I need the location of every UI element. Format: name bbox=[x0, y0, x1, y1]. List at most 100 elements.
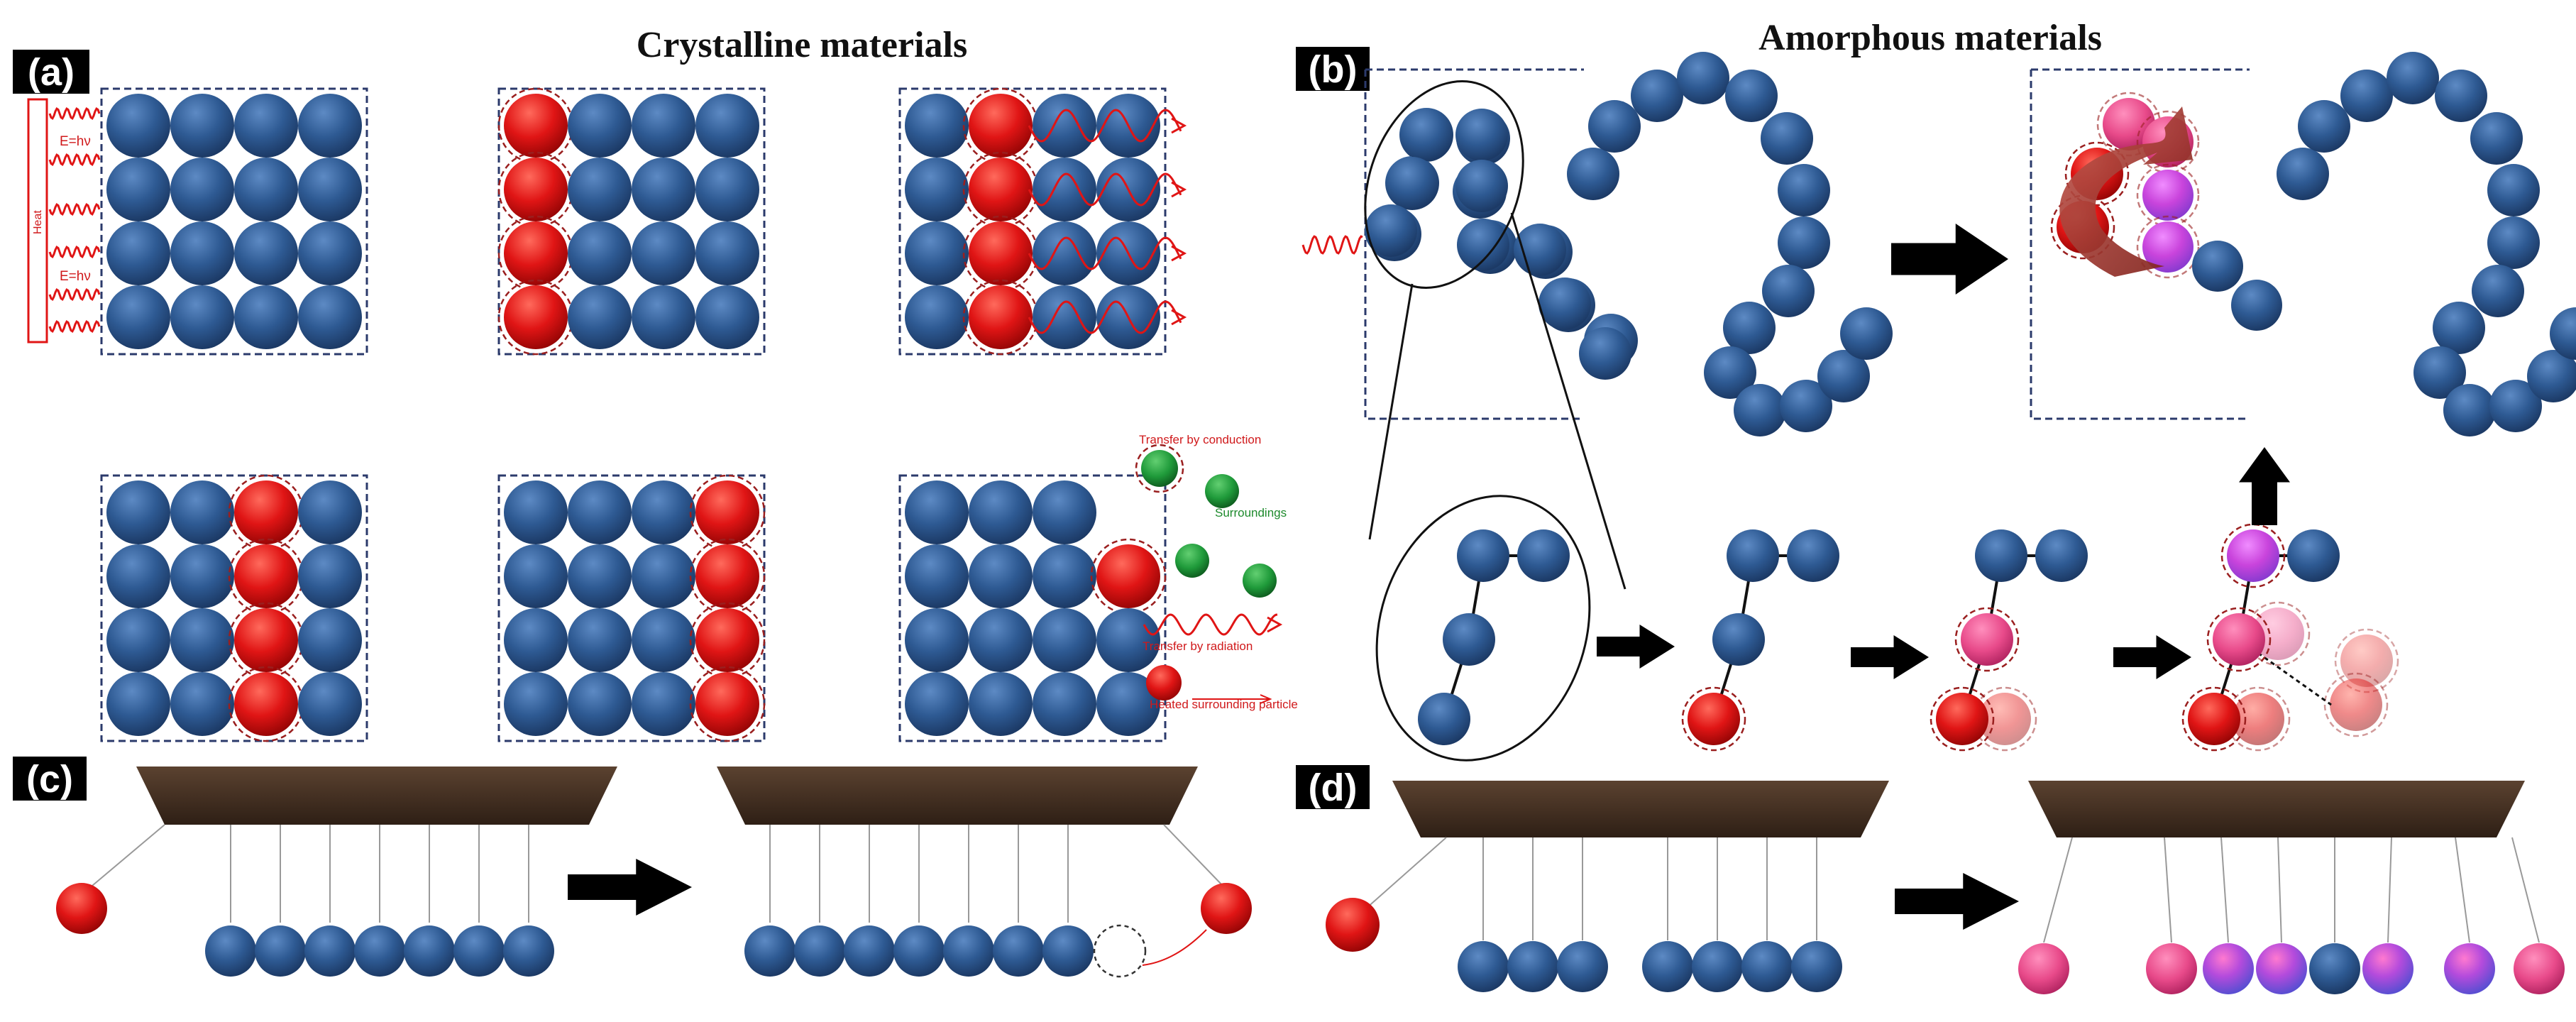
vacated-position bbox=[1093, 924, 1147, 978]
lattice-atom bbox=[234, 158, 298, 221]
pendulum-ball bbox=[943, 925, 994, 977]
heated-atom bbox=[695, 544, 759, 608]
wave-arrowhead bbox=[1171, 309, 1187, 326]
chain-atom bbox=[2277, 148, 2329, 200]
lattice-atom bbox=[969, 608, 1033, 672]
ghost-atom bbox=[2232, 693, 2284, 745]
heated-atom bbox=[969, 221, 1033, 285]
chain-atom bbox=[1704, 346, 1756, 399]
incoming-heat-wave bbox=[48, 319, 101, 334]
atom-halo bbox=[2181, 686, 2247, 752]
heat-transfer-legend: Transfer by conduction Surroundings Tran… bbox=[1139, 433, 1298, 711]
lattice-atom bbox=[1033, 544, 1096, 608]
heated-atom bbox=[695, 672, 759, 736]
lattice-atom bbox=[568, 94, 632, 158]
chain-atom bbox=[1386, 157, 1438, 209]
cradle-beam bbox=[717, 766, 1198, 825]
lattice-atom bbox=[1033, 672, 1096, 736]
atom-halo bbox=[1954, 607, 2020, 672]
chain-atom bbox=[2433, 302, 2485, 354]
chain-atom bbox=[1761, 112, 1813, 165]
lattice-atom bbox=[905, 221, 969, 285]
panel-label-a: (a) bbox=[13, 50, 89, 94]
lattice-atom bbox=[298, 285, 362, 349]
lattice-atom bbox=[632, 480, 695, 544]
process-arrow bbox=[1597, 625, 1675, 669]
heated-chain-atom bbox=[2142, 221, 2194, 273]
lattice-atom bbox=[170, 480, 234, 544]
radiation-wave-sample bbox=[1143, 613, 1278, 636]
chain-atom bbox=[2470, 112, 2523, 165]
lattice-atom bbox=[568, 608, 632, 672]
lattice-atom bbox=[1033, 221, 1096, 285]
lattice-atom bbox=[905, 94, 969, 158]
lattice-atom bbox=[106, 480, 170, 544]
chain-atom bbox=[1579, 327, 1631, 380]
lattice-atom bbox=[568, 544, 632, 608]
atom-halo bbox=[689, 666, 766, 742]
lattice-atom bbox=[632, 94, 695, 158]
heated-pendulum-ball bbox=[2362, 943, 2413, 994]
chain-atom bbox=[1725, 70, 1778, 122]
chain-atom bbox=[2487, 216, 2540, 269]
heated-atom bbox=[234, 608, 298, 672]
chain-atom bbox=[2487, 164, 2540, 216]
boundary-right bbox=[2030, 68, 2250, 420]
legend-heated-particle: Heated surrounding particle bbox=[1150, 698, 1298, 711]
radiated-heat-wave bbox=[1028, 172, 1182, 207]
heated-chain-atom bbox=[2188, 693, 2240, 745]
atom-halo bbox=[2050, 194, 2115, 260]
crystalline-title: Crystalline materials bbox=[637, 25, 967, 65]
lattice-atom bbox=[568, 285, 632, 349]
lattice-atom bbox=[106, 672, 170, 736]
pendulum-ball bbox=[503, 925, 554, 977]
pendulum-string bbox=[2277, 837, 2282, 943]
pendulum-ball bbox=[794, 925, 845, 977]
lattice-atom bbox=[1033, 608, 1096, 672]
swinging-ball bbox=[1326, 898, 1380, 952]
panel-label-b: (b) bbox=[1296, 47, 1370, 91]
atom-halo bbox=[2220, 523, 2286, 588]
heated-atom bbox=[234, 544, 298, 608]
lattice-atom bbox=[695, 285, 759, 349]
incoming-heat-wave bbox=[48, 106, 101, 121]
chain-atom bbox=[1418, 693, 1470, 745]
panel-c-crystal-pendulum bbox=[56, 766, 1252, 978]
chain-atom bbox=[1457, 529, 1509, 582]
ghost-atom bbox=[1978, 693, 2031, 745]
chain-atom bbox=[2527, 350, 2576, 402]
lattice-atom bbox=[1033, 285, 1096, 349]
lattice-atom bbox=[905, 544, 969, 608]
lattice-atom bbox=[170, 608, 234, 672]
lattice-atom bbox=[106, 94, 170, 158]
heated-chain-atom bbox=[2142, 170, 2194, 221]
panel-label-c: (c) bbox=[13, 757, 87, 801]
wave-arrowhead bbox=[1171, 245, 1187, 262]
atom-halo bbox=[2136, 215, 2200, 279]
cradle-beam bbox=[2028, 781, 2525, 837]
pendulum-ball bbox=[2309, 943, 2360, 994]
pendulum-string bbox=[2220, 837, 2229, 943]
heated-atom bbox=[504, 285, 568, 349]
lattice-atom bbox=[234, 285, 298, 349]
motion-arrow bbox=[1142, 929, 1207, 966]
lattice-boundary bbox=[497, 474, 766, 742]
chain-atom bbox=[1457, 219, 1509, 271]
pendulum-ball bbox=[1692, 941, 1743, 992]
lattice-atom bbox=[1033, 94, 1096, 158]
chain-atom bbox=[1443, 613, 1495, 666]
heated-chain-atom bbox=[1936, 693, 1988, 745]
lattice-atom bbox=[298, 544, 362, 608]
pendulum-ball bbox=[453, 925, 505, 977]
chain-atom bbox=[1778, 216, 1830, 269]
rotation-swirl-arrow bbox=[2059, 106, 2193, 277]
heated-chain-atom bbox=[1961, 613, 2013, 666]
process-arrow bbox=[568, 859, 692, 916]
heated-atom bbox=[504, 158, 568, 221]
pendulum-string bbox=[2455, 837, 2470, 943]
boundary-left bbox=[1364, 70, 1584, 420]
lattice-atom bbox=[298, 672, 362, 736]
svg-text:(d): (d) bbox=[1309, 766, 1358, 809]
lattice-atom bbox=[632, 608, 695, 672]
